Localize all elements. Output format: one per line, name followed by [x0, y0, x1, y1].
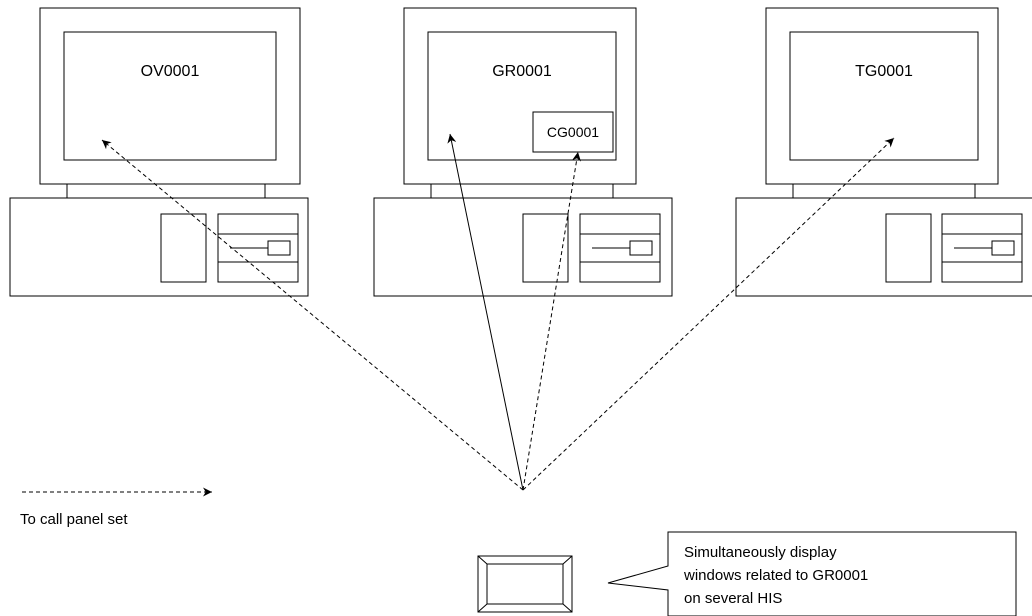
- monitor-screen: [63, 31, 277, 161]
- drive-button: [629, 240, 653, 256]
- legend-label: To call panel set: [20, 511, 128, 528]
- his-station-gr0001: GR0001 CG0001: [373, 7, 673, 297]
- dashed-arrow-to-tg0001: [522, 137, 895, 491]
- callout-line-2: windows related to GR0001: [683, 567, 868, 584]
- monitor-stand: [66, 183, 266, 199]
- callout-line-3: on several HIS: [684, 590, 782, 607]
- window-label-cg0001: CG0001: [547, 124, 599, 140]
- his-station-ov0001: OV0001: [9, 7, 309, 297]
- screen-label-ov0001: OV0001: [141, 63, 200, 80]
- console-panel: [522, 213, 569, 283]
- callout-line-1: Simultaneously display: [684, 544, 837, 561]
- monitor-stand: [430, 183, 614, 199]
- solid-arrow-to-gr0001: [447, 133, 524, 491]
- console-panel: [160, 213, 207, 283]
- his-station-tg0001: TG0001: [735, 7, 1032, 297]
- monitor-stand: [792, 183, 976, 199]
- callout-bubble: [607, 531, 1017, 616]
- screen-label-tg0001: TG0001: [855, 63, 913, 80]
- console-panel: [885, 213, 932, 283]
- operator-keyboard-icon: [477, 555, 573, 613]
- drive-button: [267, 240, 291, 256]
- dashed-arrow-to-ov0001: [101, 139, 524, 491]
- drive-button: [991, 240, 1015, 256]
- screen-label-gr0001: GR0001: [492, 63, 552, 80]
- dashed-arrow-to-cg0001: [522, 151, 581, 491]
- monitor-screen: [789, 31, 979, 161]
